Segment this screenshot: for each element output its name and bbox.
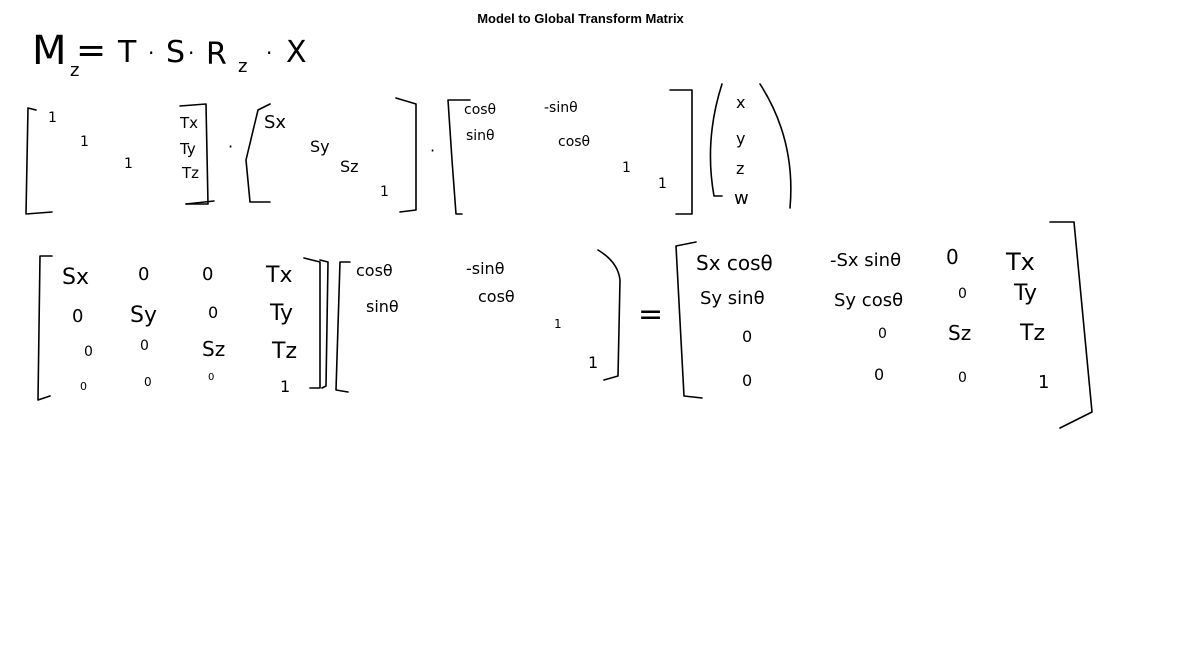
ts-41: 0 [80,380,87,393]
ts-11: Sx [62,265,89,290]
vec-y: y [736,129,745,148]
r-one-2: 1 [658,176,667,192]
ts-44: 1 [280,377,290,396]
result-matrix: Sx cosθ -Sx sinθ 0 Tx Sy sinθ Sy cosθ 0 … [675,221,1093,429]
dot-1: · [228,137,233,156]
right-bracket [669,89,693,215]
left-bracket [245,103,271,203]
eq-dot-3: · [266,41,272,65]
translation-matrix: 1 1 1 Tx Ty Tz [25,103,215,215]
left-bracket [675,241,703,399]
row2-equals: = [638,297,663,332]
left-bracket [25,107,53,215]
ts-13: 0 [202,264,213,285]
vec-w: w [734,188,749,209]
ts-23: 0 [208,303,218,322]
r2-cell-11: cosθ [356,261,393,280]
t-diag-3: 1 [124,156,133,172]
ts-43: 0 [208,372,214,383]
right-bracket [395,97,417,213]
res-13: 0 [946,245,959,269]
left-bracket [447,99,471,215]
right-bracket [1049,221,1093,429]
scale-matrix: Sx Sy Sz 1 [245,97,417,213]
ts-31: 0 [84,344,93,360]
coordinate-vector: x y z w [709,83,792,209]
ts-42: 0 [144,375,152,389]
r-cell-12: -sinθ [544,100,578,116]
res-12: -Sx sinθ [830,250,901,271]
page-title: Model to Global Transform Matrix [477,11,684,26]
left-paren [709,83,723,197]
left-bracket [335,261,351,393]
eq-term-t: T [117,35,137,70]
res-21: Sy sinθ [700,288,765,309]
res-41: 0 [742,371,752,390]
ts-24: Ty [269,301,293,326]
s-diag-3: Sz [340,157,359,176]
r2-cell-21: sinθ [366,297,399,316]
vec-x: x [736,93,745,112]
ts-21: 0 [72,306,83,327]
res-31: 0 [742,327,752,346]
r-cell-11: cosθ [464,102,496,118]
s-diag-2: Sy [310,137,330,156]
t-col-1: Tx [179,114,198,132]
eq-equals: = [76,30,106,71]
res-22: Sy cosθ [834,290,903,311]
ts-22: Sy [130,303,157,328]
res-33: Sz [948,321,971,345]
eq-term-x: X [286,35,307,70]
ts-32: 0 [140,338,149,354]
right-bracket [597,249,621,381]
eq-term-r-sub: z [238,56,247,77]
eq-lhs-sub: z [70,60,79,81]
eq-term-s: S [166,35,185,70]
left-bracket [37,255,53,401]
rotation-matrix: cosθ -sinθ sinθ cosθ 1 1 [447,89,693,215]
r2-one-1: 1 [554,317,562,331]
r-one-1: 1 [622,160,631,176]
r-cell-21: sinθ [466,128,495,144]
ts-33: Sz [202,337,225,361]
dot-2: · [430,141,435,160]
t-diag-2: 1 [80,134,89,150]
res-42: 0 [874,365,884,384]
t-col-2: Ty [179,140,196,158]
res-32: 0 [878,326,887,342]
ts-34: Tz [271,339,297,364]
res-23: 0 [958,286,967,302]
right-bracket [179,103,209,205]
r2-cell-12: -sinθ [466,259,504,278]
equation-line: M z = T · S · R z · X [32,28,307,81]
res-11: Sx cosθ [696,251,773,275]
vec-z: z [736,159,744,178]
right-bracket [303,257,321,389]
ts-matrix: Sx 0 0 Tx 0 Sy 0 Ty 0 0 Sz Tz 0 0 0 1 [37,255,329,401]
pen-stroke [185,200,215,205]
res-44: 1 [1038,372,1049,393]
res-14: Tx [1005,248,1035,276]
s-diag-4: 1 [380,184,389,200]
right-bracket-2 [319,259,329,389]
eq-term-r: R [206,37,227,72]
r2-one-2: 1 [588,353,598,372]
eq-dot-2: · [188,41,194,65]
res-43: 0 [958,370,967,386]
r-cell-22: cosθ [558,134,590,150]
ts-14: Tx [265,263,292,288]
rotation-matrix-2: cosθ -sinθ sinθ cosθ 1 1 [335,249,621,393]
right-paren [759,83,792,209]
res-34: Tz [1019,321,1045,346]
eq-dot-1: · [148,41,154,65]
eq-lhs: M [32,28,67,74]
ts-12: 0 [138,264,149,285]
s-diag-1: Sx [264,112,286,133]
t-diag-1: 1 [48,110,57,126]
t-col-3: Tz [181,164,199,182]
res-24: Ty [1013,281,1037,306]
r2-cell-22: cosθ [478,287,515,306]
